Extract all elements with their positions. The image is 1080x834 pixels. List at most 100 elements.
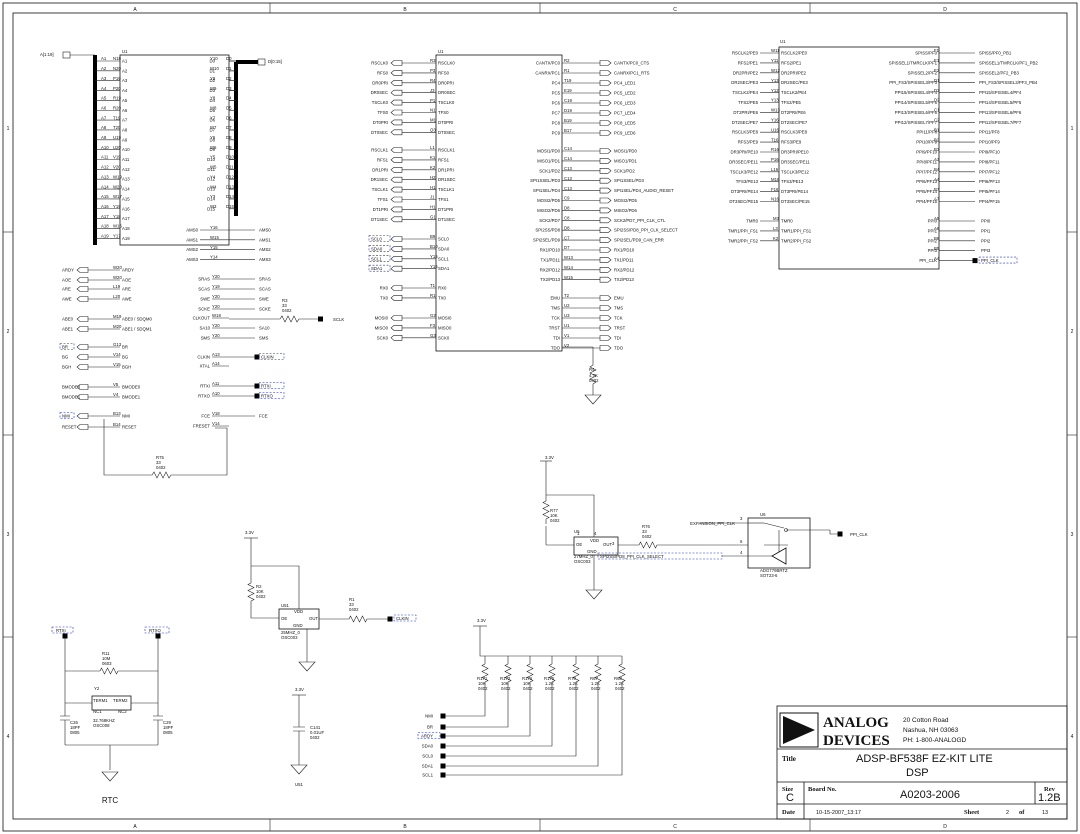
pin-name-AOE: AOE <box>122 278 131 283</box>
pullup-ref-R175: R175 <box>544 676 555 681</box>
r77-ref: R77 <box>550 508 558 513</box>
net-RSCLK3/PE8: RSCLK3/PE8 <box>732 130 759 135</box>
pin-number: C14 <box>564 146 572 151</box>
connector-DR0SEC <box>390 89 403 96</box>
r1-ref: R1 <box>349 597 355 602</box>
c26-ref: C26 <box>70 720 78 725</box>
data-net-D11: D11 <box>226 165 234 170</box>
net-TMR1/PPI_FS1: TMR1/PPI_FS1 <box>728 228 759 233</box>
pin-name-CLKOUT: CLKOUT <box>193 316 211 321</box>
pin-number: C13 <box>564 166 572 171</box>
pin-name-SPISSEL2/PF2: SPISSEL2/PF2 <box>908 70 938 75</box>
ppi-clk-out-net: PPI_CLK <box>850 532 868 537</box>
pin-name-DR2SEC/PE3: DR2SEC/PE3 <box>781 80 808 85</box>
pin-number: Y20 <box>212 294 220 299</box>
u5-pin-gnd: GND <box>587 549 597 554</box>
pin-name-ARDY: ARDY <box>122 268 134 273</box>
r2-ref: R2 <box>256 584 262 589</box>
pullup-pkg-R171: 0402 <box>478 686 488 691</box>
net-DT0SEC: DT0SEC <box>371 130 388 135</box>
row-marker-2: 2 <box>7 329 10 335</box>
board-number: A0203-2006 <box>900 789 960 801</box>
pin-number: C13 <box>564 186 572 191</box>
wire <box>445 682 599 767</box>
connector-TSCLK1 <box>390 186 403 193</box>
pin-number: Y16 <box>430 264 438 269</box>
pin-name-TFS0: TFS0 <box>438 110 449 115</box>
pin-name-A10: A10 <box>122 147 130 152</box>
pin-number: G3 <box>430 333 436 338</box>
pin-name-SCL0: SCL0 <box>438 237 449 242</box>
pin-name-D13: D13 <box>207 187 215 192</box>
pin-number: Y3 <box>210 194 216 199</box>
addr-net-A11: A11 <box>101 155 109 160</box>
pin-number: Y12 <box>771 88 779 93</box>
addr-net-A12: A12 <box>101 165 109 170</box>
net-MOSI1/PD0: MOSI1/PD0 <box>614 149 638 154</box>
u51-ref: U51 <box>281 603 289 608</box>
net-PPI_CLK: PPI_CLK <box>981 258 999 263</box>
pin-number: G2 <box>430 313 436 318</box>
r11-ref: R11 <box>102 651 110 656</box>
pin-name-AMS0: AMS0 <box>186 228 198 233</box>
clk-net-FCE: FCE <box>259 414 268 419</box>
r2-resistor <box>247 580 255 604</box>
net-SPISSEL1/TMRCLK/PF1_PB2: SPISSEL1/TMRCLK/PF1_PB2 <box>979 60 1038 65</box>
r3-ref: R3 <box>282 298 288 303</box>
u51-pin-vdd: VDD <box>294 609 303 614</box>
net-PPI11/PF8: PPI11/PF8 <box>979 130 1000 135</box>
r11-resistor <box>99 667 119 675</box>
pin-number: H2 <box>430 175 436 180</box>
port-ppi-clk-out <box>837 531 843 537</box>
net-SPISS/PF0_PB1: SPISS/PF0_PB1 <box>979 51 1012 56</box>
clkin-net: CLKIN <box>396 616 409 621</box>
pin-number: N1 <box>430 108 436 113</box>
pin-number: A3 <box>934 157 940 162</box>
pullup-resistor-R67 <box>594 663 602 683</box>
addr-net-A2: A2 <box>101 66 107 71</box>
connector-RX1/PD10 <box>599 247 612 253</box>
c29-pkg: 0805 <box>163 730 173 735</box>
net-MOSI2/PD5: MOSI2/PD5 <box>614 198 638 203</box>
connector-TSCLK0 <box>390 99 403 106</box>
net-MISO2/PD6: MISO2/PD6 <box>614 208 638 213</box>
pin-number: T20 <box>113 125 121 130</box>
sheet-total: 13 <box>1042 810 1048 816</box>
column-marker-D: D <box>943 7 947 13</box>
connector-SPI1SEL/PD4_AUDIO_RESET <box>599 187 612 194</box>
ctrl-net-BMODE0: BMODE0 <box>62 385 81 390</box>
pullup-ref-R171: R171 <box>477 676 488 681</box>
pin-number: V2 <box>564 343 570 348</box>
pin-number: G13 <box>113 342 122 347</box>
address-line-1: 20 Cotton Road <box>903 717 949 724</box>
net-box-NMI <box>59 412 75 419</box>
r1-value: 33 <box>349 602 354 607</box>
pin-number: E2 <box>934 68 940 73</box>
pin-number: Y10 <box>210 56 218 61</box>
net-box-RTXO <box>258 392 285 399</box>
net-box-BR <box>59 343 75 350</box>
pin-name-BG: BG <box>122 355 129 360</box>
r76-resistor <box>636 541 660 549</box>
net-PPI6/PF13: PPI6/PF13 <box>979 179 1000 184</box>
pullup-net-SCL1: SCL1 <box>422 773 433 778</box>
connector-DT0PRI <box>390 119 403 126</box>
pin-name-SPI1SEL/PD4: SPI1SEL/PD4 <box>533 188 561 193</box>
connector-CANTX/PC0_CTS <box>599 60 612 66</box>
net-DT2PRI/PE6: DT2PRI/PE6 <box>733 110 758 115</box>
c29-value: 18PF <box>163 725 174 730</box>
addr-net-A13: A13 <box>101 174 109 179</box>
connector-PC6_LED3 <box>599 100 612 106</box>
y2-pin-nc1: NC1 <box>93 709 102 714</box>
pin-name-RSCLK0: RSCLK0 <box>438 61 455 66</box>
net-EMU: EMU <box>614 296 624 301</box>
net-RFS0: RFS0 <box>377 70 389 75</box>
c141-value: 0.01UF <box>310 730 324 735</box>
pin-number: M3 <box>773 216 780 221</box>
pin-number: W4 <box>210 184 217 189</box>
pin-number: L3 <box>773 226 778 231</box>
pin-number: B4 <box>934 167 940 172</box>
pin-name-A17: A17 <box>122 216 130 221</box>
connector-NMI <box>76 413 89 419</box>
port-pullup-SDA1 <box>440 763 446 769</box>
